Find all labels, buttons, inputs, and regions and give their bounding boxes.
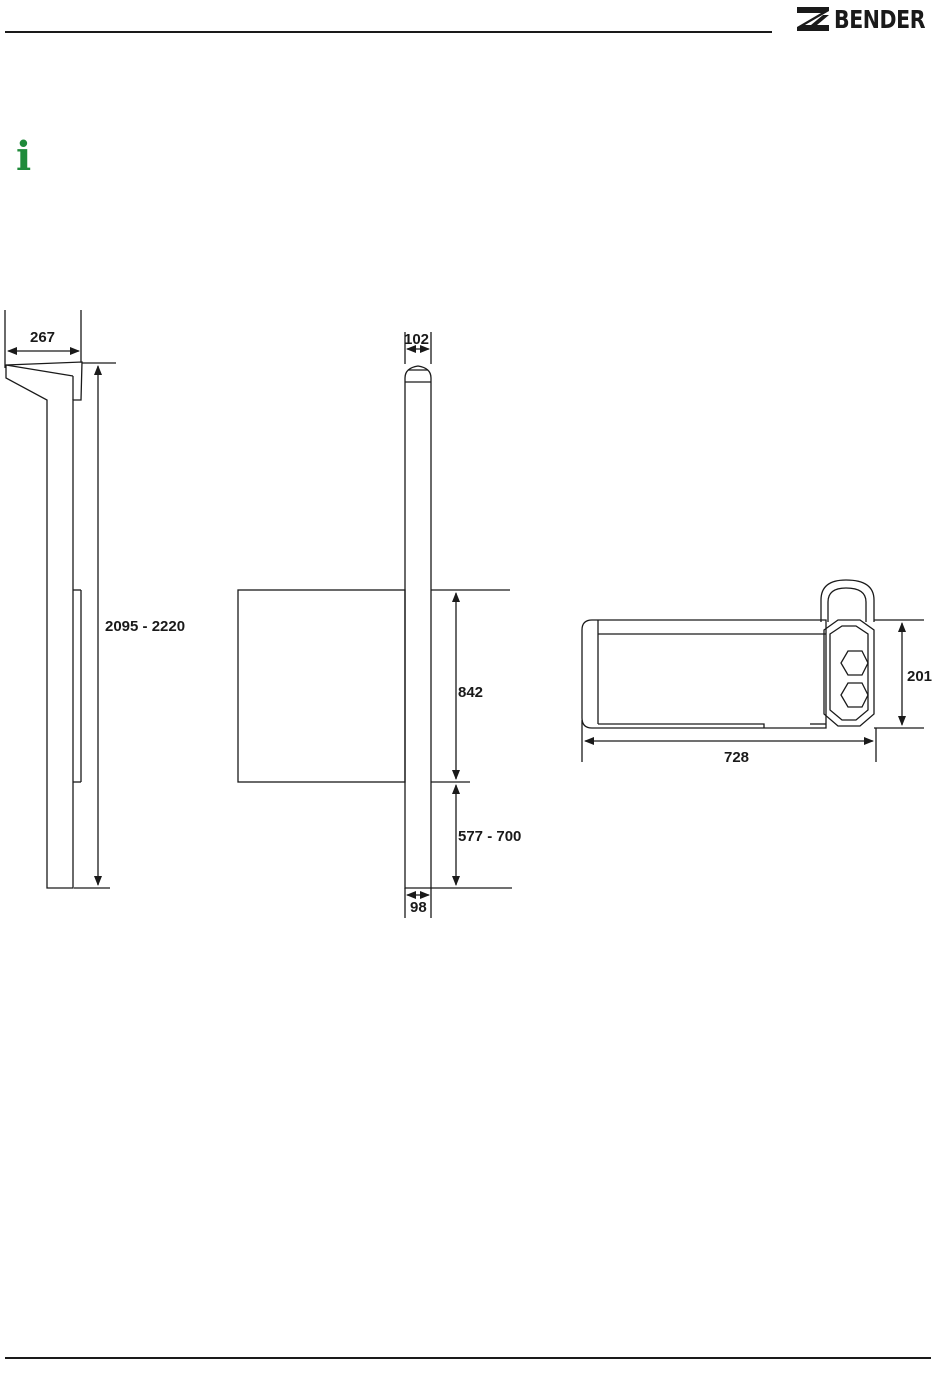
side-view (5, 310, 116, 888)
top-view (582, 580, 924, 762)
front-panel-height-label: 842 (458, 684, 483, 701)
hex-socket-icon-bottom (841, 683, 868, 707)
footer-rule (5, 1357, 931, 1359)
socket-housing-outline (824, 620, 874, 726)
display-panel-outline (238, 590, 405, 782)
front-column-outline (405, 366, 431, 888)
front-bottom-width-label: 98 (410, 899, 427, 916)
side-height-label: 2095 - 2220 (105, 618, 185, 635)
top-depth-label: 201 (907, 668, 932, 685)
top-width-label: 728 (724, 749, 749, 766)
front-mount-height-label: 577 - 700 (458, 828, 521, 845)
front-top-width-label: 102 (404, 331, 429, 348)
top-body-outline (582, 620, 826, 728)
hex-socket-icon-top (841, 651, 868, 675)
side-column-outline (6, 362, 82, 888)
side-depth-label: 267 (30, 329, 55, 346)
